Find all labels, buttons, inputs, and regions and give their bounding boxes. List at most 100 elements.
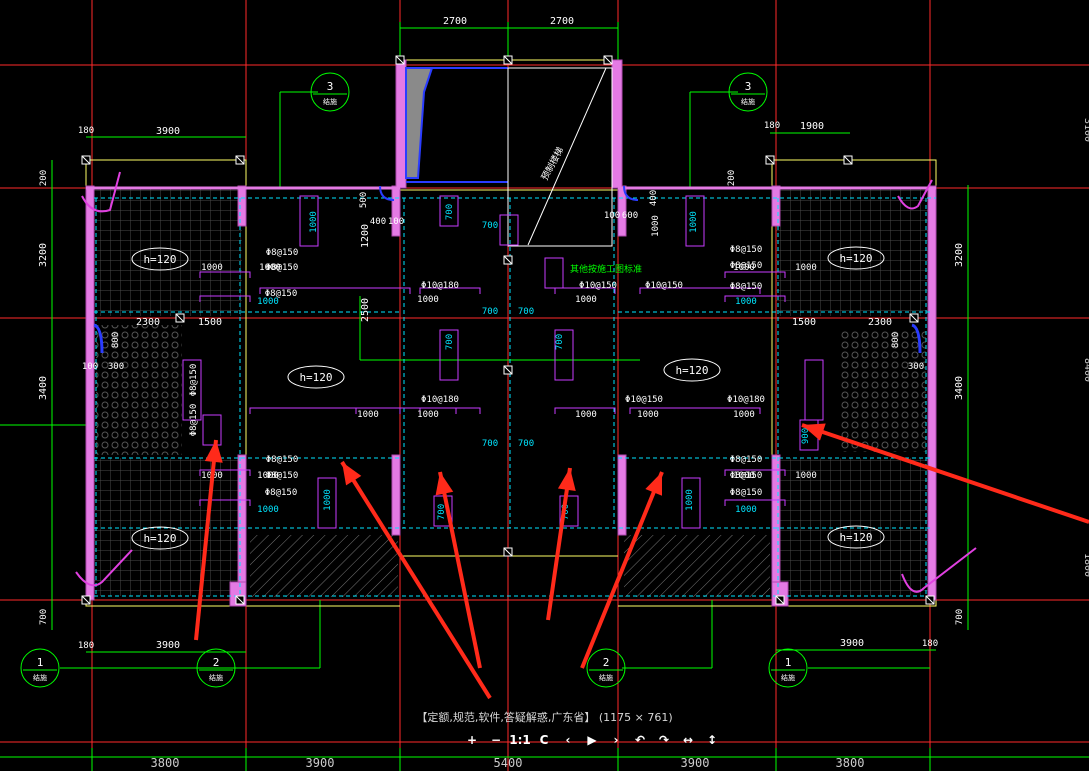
- length-label: 1000: [689, 211, 699, 233]
- length-label: 1000: [735, 297, 757, 307]
- slab-text: h=120: [839, 531, 872, 544]
- wall: [237, 185, 247, 227]
- axis-number: 2: [213, 656, 220, 669]
- column-mark: [925, 595, 935, 605]
- dim-text: 3900: [156, 640, 180, 651]
- check-mark: [81, 171, 121, 213]
- rebar-label: Φ10@150: [579, 281, 617, 291]
- flip-horizontal-button[interactable]: ↔: [678, 731, 698, 749]
- check-mark: [901, 547, 977, 593]
- annotation-arrow: [194, 439, 218, 641]
- rebar-label: Φ8@150: [265, 289, 298, 299]
- length-label: 700: [482, 221, 498, 231]
- rebar-line: [439, 329, 459, 381]
- length-label: 700: [437, 504, 447, 520]
- rebar-line: [724, 469, 786, 476]
- rotate-left-button[interactable]: ↶: [630, 731, 650, 749]
- stair-void: [405, 67, 434, 179]
- rebar-line: [544, 257, 564, 289]
- length-label: 1000: [357, 410, 379, 420]
- dim-text: 300: [908, 362, 924, 372]
- length-label: 1000: [733, 471, 755, 481]
- length-label: 1000: [309, 211, 319, 233]
- previous-button[interactable]: ‹: [558, 731, 578, 749]
- dim-text: 2700: [550, 16, 574, 27]
- dim-text: 3900: [306, 756, 335, 770]
- dim-text: 1500: [198, 317, 222, 328]
- dim-text: 1900: [800, 121, 824, 132]
- length-label: 700: [445, 334, 455, 350]
- axis-number: 1: [37, 656, 44, 669]
- axis-subtitle: 结施: [209, 673, 223, 682]
- length-label: 1000: [259, 263, 281, 273]
- check-mark: [897, 179, 933, 210]
- rebar-line: [554, 329, 574, 381]
- axis-bubble: [586, 648, 626, 688]
- stair-box: [507, 67, 613, 247]
- rebar-line: [724, 271, 786, 278]
- axis-bubble: [310, 72, 350, 112]
- rebar-line: [199, 295, 251, 302]
- slab-ellipse: [131, 526, 189, 550]
- rebar-label: Φ8@150: [266, 248, 299, 258]
- axis-subtitle: 结施: [599, 673, 613, 682]
- dim-text: 2500: [360, 298, 371, 322]
- next-button[interactable]: ›: [606, 731, 626, 749]
- zoom-out-button[interactable]: −: [486, 731, 506, 749]
- rebar-label: Φ8@150: [730, 282, 763, 292]
- refresh-icon: C: [539, 733, 549, 747]
- dim-text: 180: [922, 639, 938, 649]
- column-mark: [235, 155, 245, 165]
- flip-vertical-button[interactable]: ↕: [702, 731, 722, 749]
- rebar-line: [559, 495, 579, 527]
- actual-size-button[interactable]: 1:1: [509, 731, 531, 749]
- dim-text: 3900: [156, 126, 180, 137]
- length-label: 1000: [575, 410, 597, 420]
- length-label: 700: [561, 504, 571, 520]
- column-mark: [765, 155, 775, 165]
- rebar-line: [317, 477, 337, 529]
- rotate-right-button[interactable]: ↷: [654, 731, 674, 749]
- length-label: 1000: [735, 505, 757, 515]
- rebar-label: Φ8@150: [730, 488, 763, 498]
- dim-text: 180: [78, 126, 94, 136]
- play-button[interactable]: ▶: [582, 731, 602, 749]
- dim-text: 2300: [136, 317, 160, 328]
- dim-text: 800: [111, 332, 121, 348]
- door-swing: [379, 185, 395, 201]
- rebar-line: [804, 359, 824, 421]
- refresh-button[interactable]: C: [534, 731, 554, 749]
- rebar-line: [202, 414, 222, 446]
- annotation-arrow: [438, 471, 482, 669]
- play-icon: ▶: [587, 733, 597, 747]
- dim-text: 200: [39, 170, 49, 186]
- viewer-toolbar: +−1:1 C ‹ ▶ ›↶↷ ↔ ↕: [462, 731, 722, 749]
- column-mark: [503, 255, 513, 265]
- door-swing: [93, 323, 104, 354]
- length-label: 1000: [795, 471, 817, 481]
- axis-number: 2: [603, 656, 610, 669]
- hatched-area: [250, 535, 398, 597]
- column-mark: [81, 595, 91, 605]
- dim-text: 5400: [494, 756, 523, 770]
- dim-text: 3800: [836, 756, 865, 770]
- wall: [617, 454, 627, 536]
- annotation-arrowhead: [342, 462, 362, 486]
- dim-text: 300: [108, 362, 124, 372]
- axis-number: 3: [745, 80, 752, 93]
- flip-horizontal-icon: ↔: [682, 733, 694, 747]
- column-mark: [775, 595, 785, 605]
- slab-text: h=120: [675, 364, 708, 377]
- length-label: 1000: [257, 471, 279, 481]
- rebar-line: [639, 287, 761, 294]
- dim-text: 1800: [1082, 553, 1089, 577]
- dim-text: 100: [82, 362, 98, 372]
- zoom-in-button[interactable]: +: [462, 731, 482, 749]
- dim-text: 100: [604, 211, 620, 221]
- door-swing: [911, 323, 922, 354]
- slab-ellipse: [287, 365, 345, 389]
- slab-text: h=120: [839, 252, 872, 265]
- column-mark: [603, 55, 613, 65]
- axis-number: 3: [327, 80, 334, 93]
